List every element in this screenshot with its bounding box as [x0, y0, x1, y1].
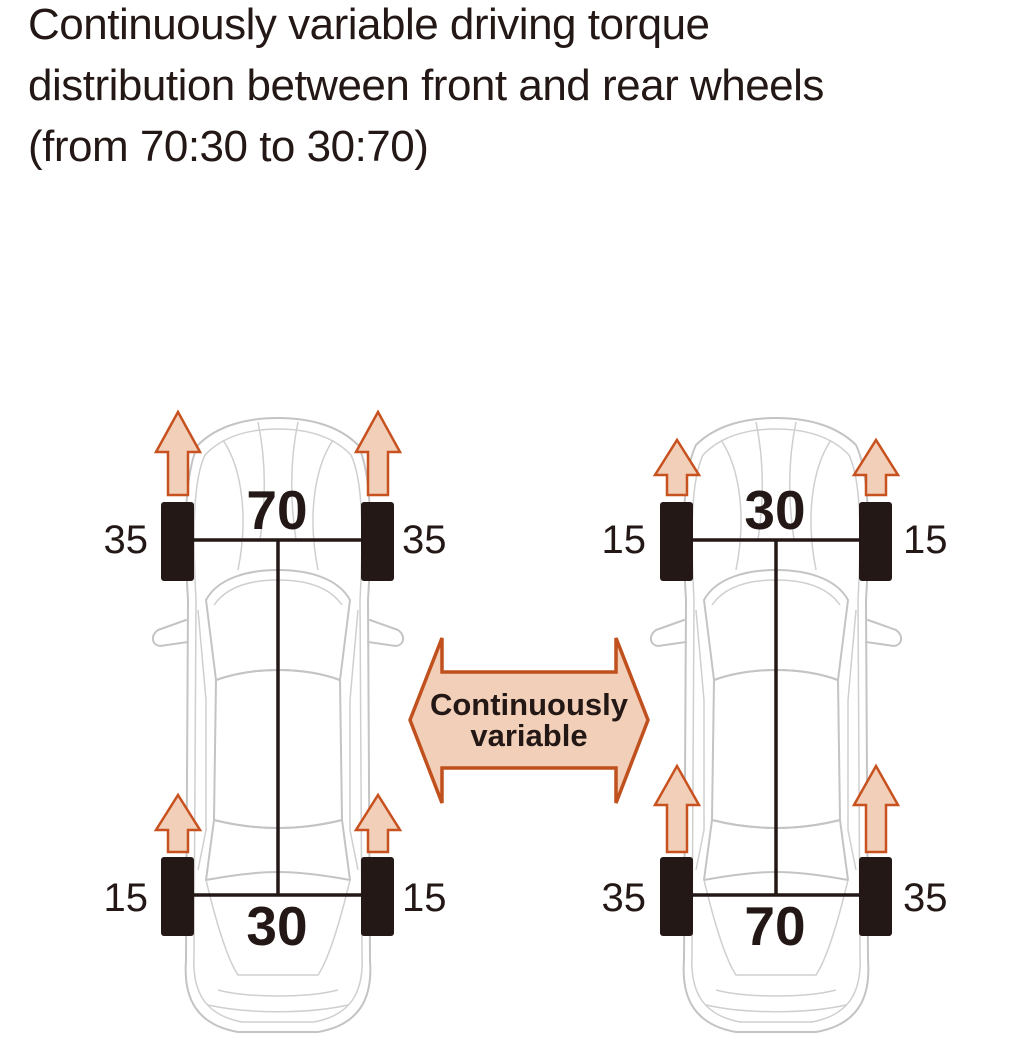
left-car: 70 30 35 35 15 15 — [104, 409, 447, 1033]
arrow-label-line-1: Continuously — [430, 687, 629, 722]
title-line-1: Continuously variable driving torque — [28, 0, 710, 49]
right-rear-right-tire — [859, 857, 892, 936]
left-rear-right-torque-arrow — [353, 792, 403, 854]
right-rear-left-tire — [660, 857, 693, 936]
right-front-left-tire — [660, 502, 693, 581]
left-rear-left-value: 15 — [104, 876, 149, 920]
right-front-left-value: 15 — [602, 518, 647, 562]
right-rear-left-torque-arrow — [652, 763, 702, 854]
left-front-right-value: 35 — [402, 518, 447, 562]
left-rear-left-torque-arrow — [153, 792, 203, 854]
title-line-3: (from 70:30 to 30:70) — [28, 122, 429, 171]
left-rear-total: 30 — [246, 895, 307, 957]
title-line-2: distribution between front and rear whee… — [28, 61, 824, 110]
left-rear-right-value: 15 — [402, 876, 447, 920]
left-front-total: 70 — [246, 479, 307, 541]
continuously-variable-arrow: Continuously variable — [408, 637, 650, 804]
right-car: 30 70 15 15 35 35 — [602, 417, 948, 1033]
left-front-left-torque-arrow — [153, 409, 203, 497]
right-rear-left-value: 35 — [602, 876, 647, 920]
right-rear-right-value: 35 — [903, 876, 948, 920]
diagram-title: Continuously variable driving torque dis… — [28, 0, 1018, 177]
right-front-right-value: 15 — [903, 518, 948, 562]
right-front-right-torque-arrow — [851, 437, 901, 497]
left-front-left-value: 35 — [104, 518, 149, 562]
left-rear-left-tire — [161, 857, 194, 936]
right-front-right-tire — [859, 502, 892, 581]
right-front-left-torque-arrow — [652, 437, 702, 497]
arrow-label-line-2: variable — [470, 718, 587, 753]
right-rear-right-torque-arrow — [851, 763, 901, 854]
right-front-total: 30 — [744, 479, 805, 541]
left-front-right-torque-arrow — [353, 409, 403, 497]
double-arrow-icon — [408, 637, 650, 804]
left-front-left-tire — [161, 502, 194, 581]
left-front-right-tire — [361, 502, 394, 581]
left-rear-right-tire — [361, 857, 394, 936]
right-rear-total: 70 — [744, 895, 805, 957]
